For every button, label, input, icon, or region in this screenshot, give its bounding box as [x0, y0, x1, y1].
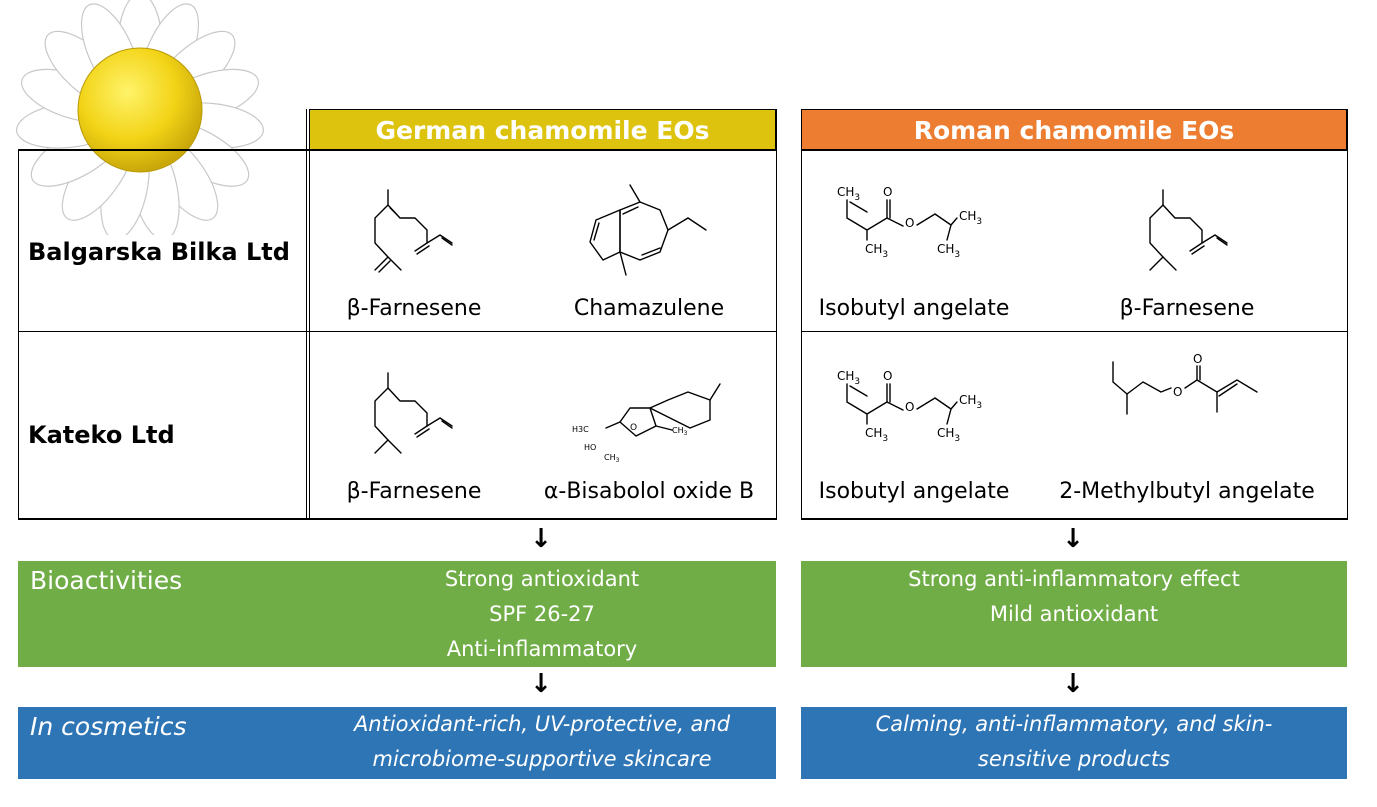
isobutyl-angelate-structure: CH3 O O CH3 CH3 CH3 [837, 185, 982, 260]
svg-text:O: O [905, 216, 914, 230]
alpha-bisabolol-oxide-b-structure: O H3C HO CH3 CH3 [572, 383, 721, 464]
down-arrow-icon: ↓ [530, 524, 552, 554]
isobutyl-angelate-structure: CH3 O O CH3 CH3 CH3 [837, 369, 982, 444]
compound-name: Isobutyl angelate [818, 479, 1010, 504]
bioactivities-german-text: Strong antioxidant SPF 26-27 Anti-inflam… [444, 567, 640, 661]
svg-text:O: O [630, 423, 637, 433]
cosmetics-band-roman [801, 707, 1347, 779]
beta-farnesene-structure [1149, 189, 1228, 271]
svg-text:CH3: CH3 [937, 242, 960, 260]
cosmetics-roman-text: Calming, anti-inflammatory, and skin- se… [875, 712, 1273, 771]
svg-text:O: O [883, 185, 892, 199]
chamomile-flower-icon [16, 0, 264, 235]
beta-farnesene-structure [374, 189, 453, 273]
svg-text:CH3: CH3 [959, 209, 982, 227]
german-chamomile-header: German chamomile EOs [309, 109, 776, 151]
compound-name: 2-Methylbutyl angelate [1059, 479, 1315, 504]
beta-farnesene-structure [374, 372, 453, 454]
svg-text:CH3: CH3 [604, 453, 620, 464]
svg-text:CH3: CH3 [672, 426, 688, 437]
svg-text:CH3: CH3 [865, 242, 888, 260]
svg-text:O: O [1193, 352, 1202, 366]
bioactivities-band-roman [801, 561, 1347, 667]
svg-text:O: O [1173, 385, 1182, 399]
company-balgarska-bilka: Balgarska Bilka Ltd [28, 238, 290, 266]
svg-text:O: O [905, 400, 914, 414]
down-arrow-icon: ↓ [1062, 524, 1084, 554]
compound-name: β-Farnesene [346, 479, 482, 504]
compound-name: Isobutyl angelate [818, 296, 1010, 321]
compound-name: β-Farnesene [346, 296, 482, 321]
svg-text:CH3: CH3 [959, 393, 982, 411]
svg-text:CH3: CH3 [837, 369, 860, 387]
bioactivities-label: Bioactivities [30, 566, 183, 595]
roman-chamomile-header: Roman chamomile EOs [801, 109, 1347, 151]
company-kateko: Kateko Ltd [28, 421, 175, 449]
bioactivities-roman-text: Strong anti-inflammatory effect Mild ant… [908, 567, 1240, 626]
svg-text:CH3: CH3 [865, 426, 888, 444]
svg-text:H3C: H3C [572, 425, 589, 434]
chamazulene-structure [589, 184, 707, 276]
svg-text:HO: HO [584, 443, 596, 452]
cosmetics-label: In cosmetics [30, 712, 187, 741]
cosmetics-german-text: Antioxidant-rich, UV-protective, and mic… [353, 712, 731, 771]
2-methylbutyl-angelate-structure: O O [1112, 352, 1258, 415]
compound-name: Chamazulene [573, 296, 725, 321]
cosmetics-band-german [18, 707, 776, 779]
down-arrow-icon: ↓ [1062, 669, 1084, 699]
compound-name: β-Farnesene [1119, 296, 1255, 321]
compound-name: α-Bisabolol oxide B [543, 479, 755, 504]
svg-text:O: O [883, 369, 892, 383]
bioactivities-band-german [18, 561, 776, 667]
down-arrow-icon: ↓ [530, 669, 552, 699]
svg-text:CH3: CH3 [937, 426, 960, 444]
svg-text:CH3: CH3 [837, 185, 860, 203]
